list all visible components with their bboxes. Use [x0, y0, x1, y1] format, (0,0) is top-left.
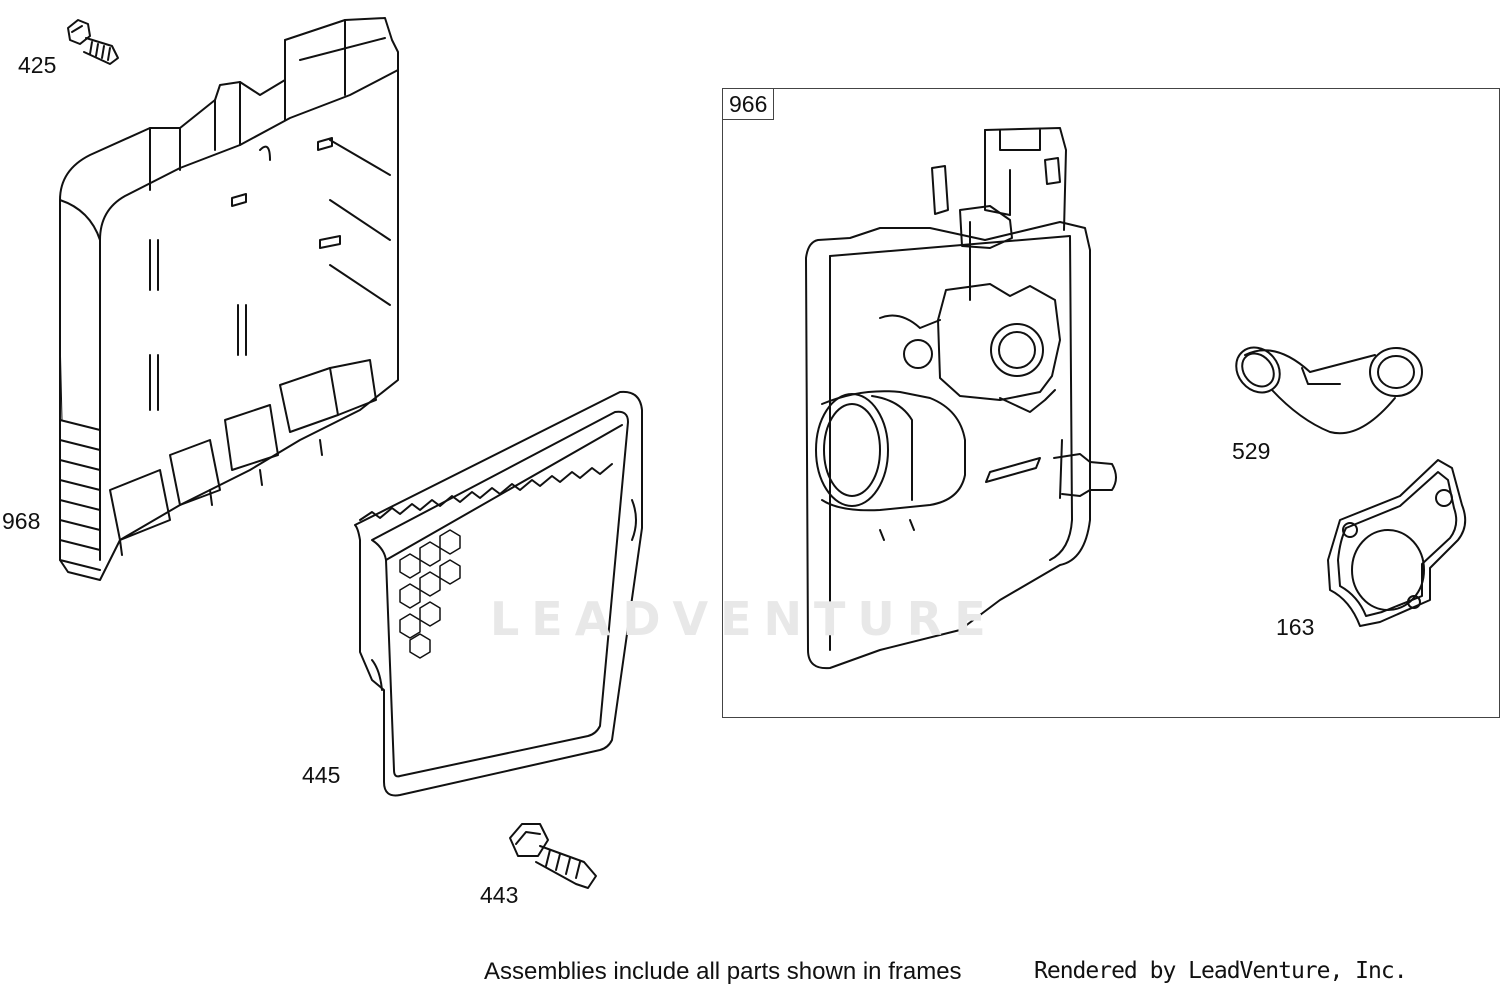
footer-note: Assemblies include all parts shown in fr…	[484, 958, 962, 985]
carburetor-966-drawing	[805, 127, 1117, 670]
label-443: 443	[480, 882, 519, 908]
render-credit: Rendered by LeadVenture, Inc.	[1034, 958, 1408, 984]
air-cleaner-base-968-drawing	[59, 17, 399, 581]
intake-elbow-529-drawing	[1235, 346, 1423, 435]
label-966: 966	[723, 89, 775, 120]
label-968: 968	[2, 508, 41, 534]
bolt-443-drawing	[509, 823, 597, 889]
label-529: 529	[1232, 438, 1271, 464]
air-filter-445-drawing	[354, 390, 643, 797]
assembly-frame-966: 966	[722, 88, 1500, 718]
watermark-text: LEADVENTURE	[490, 592, 998, 646]
label-425: 425	[18, 52, 57, 78]
bolt-425-drawing	[67, 19, 119, 65]
label-163: 163	[1276, 614, 1315, 640]
gasket-163-drawing	[1327, 459, 1467, 627]
label-445: 445	[302, 762, 341, 788]
